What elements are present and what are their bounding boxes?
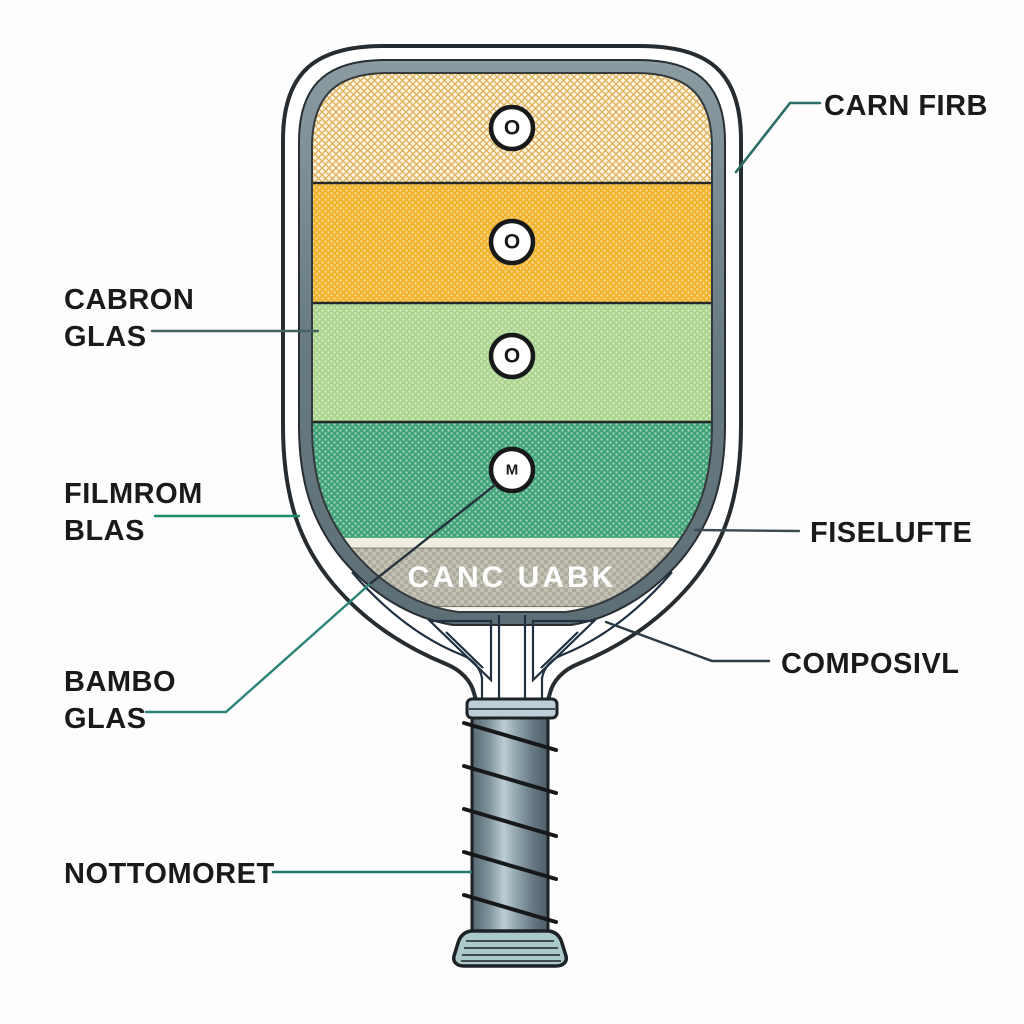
throat-structure [351, 571, 673, 699]
marker-2-letter: O [504, 231, 520, 254]
throat-right-arm-line [540, 571, 673, 699]
throat-right-triangle-inner [540, 631, 579, 669]
label-cabron-glas: CABRON GLAS [64, 282, 194, 356]
marker-2: O [488, 218, 536, 266]
marker-1-letter: O [504, 117, 520, 140]
white-stripe-above-band [312, 538, 712, 548]
marker-3-letter: O [504, 345, 520, 368]
grip-wrap-lines [462, 721, 558, 924]
marker-4-letter: M [506, 462, 519, 479]
leader-composivl [604, 620, 771, 663]
layer-boundary-lines [312, 181, 712, 424]
label-cabron-glas-line1: CABRON [64, 284, 195, 316]
label-filmrom-blas: FILMROM BLAS [64, 476, 203, 550]
label-filmrom-blas-line2: BLAS [64, 515, 145, 547]
leader-carn-firb [734, 101, 822, 174]
throat-left-triangle-inner [445, 631, 484, 669]
band-text: CANC UABK [407, 561, 617, 594]
label-bambo-glas: BAMBO GLAS [64, 664, 176, 738]
leader-bambo-glas-outer [144, 581, 373, 714]
handle [451, 697, 569, 968]
marker-3: O [488, 332, 536, 380]
label-nottomoret-line1: NOTTOMORET [64, 858, 275, 890]
label-bambo-glas-line2: GLAS [64, 703, 147, 735]
label-carn-firb: CARN FIRB [824, 88, 988, 125]
label-nottomoret: NOTTOMORET [64, 856, 275, 893]
label-composivl: COMPOSIVL [781, 646, 960, 683]
markers: O O O M [488, 104, 536, 494]
label-carn-firb-line1: CARN FIRB [824, 90, 988, 122]
leader-lines [144, 101, 822, 874]
butt-cap-ridges [461, 940, 561, 962]
label-composivl-line1: COMPOSIVL [781, 648, 960, 680]
leader-bambo-glas-inner [369, 483, 497, 585]
marker-1: O [488, 104, 536, 152]
label-fiselufte: FISELUFTE [810, 515, 972, 552]
throat-left-triangle [427, 619, 493, 683]
label-fiselufte-line1: FISELUFTE [810, 517, 973, 549]
label-cabron-glas-line2: GLAS [64, 321, 147, 353]
paddle-face-edge [311, 72, 713, 613]
throat-right-triangle [531, 619, 597, 683]
marker-4: M [488, 446, 536, 494]
label-filmrom-blas-line1: FILMROM [64, 478, 203, 510]
leader-fiselufte [693, 528, 801, 533]
label-bambo-glas-line1: BAMBO [64, 666, 177, 698]
white-stripe-below-band [312, 607, 712, 612]
throat-left-arm-line [351, 571, 484, 699]
